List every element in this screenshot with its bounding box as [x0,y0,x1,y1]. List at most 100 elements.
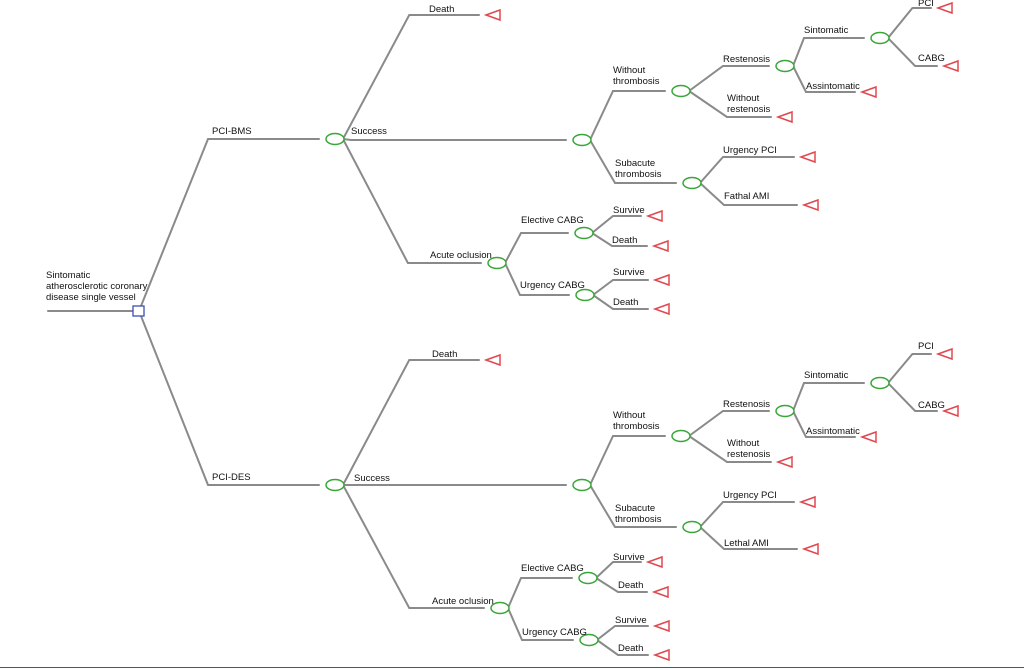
terminal-node-without-restenosis [775,110,793,124]
chance-node-success [572,133,592,147]
chance-node-restenosis [775,59,795,73]
branch-line [592,279,649,296]
terminal-node-without-restenosis [775,455,793,469]
terminal-node-survive [645,555,663,569]
chance-node-acute-oclusion [490,601,510,615]
node-label-survive: Survive [615,615,647,626]
branch-line [507,607,574,641]
node-label-acute-oclusion: Acute oclusion [430,250,492,261]
branch-line [596,625,649,641]
node-label-sintomatic: Sintomatic [804,25,849,36]
node-label-pci-bms: PCI-BMS [212,126,252,137]
terminal-node-pci [935,1,953,15]
branch-line [589,90,666,141]
node-label-survive: Survive [613,267,645,278]
chance-node-elective-cabg [578,571,598,585]
branch-line [688,410,770,437]
branch-line [342,138,482,264]
chance-node-without-thrombosis [671,84,691,98]
branch-line [504,232,569,264]
branch-line [699,182,798,206]
branch-line [589,484,677,528]
branch-line [887,382,938,412]
node-label-restenosis: Restenosis [723,399,770,410]
node-label-survive: Survive [613,205,645,216]
branch-line [792,37,865,67]
node-label-urgency-cabg: Urgency CABG [520,280,585,291]
branch-line [887,7,932,39]
terminal-node-fathal-ami [801,198,819,212]
node-label-pci: PCI [918,341,934,352]
branch-line [504,262,570,296]
terminal-node-death [652,648,670,662]
branch-line [591,232,648,247]
branch-line [342,14,480,140]
decision-node-square [132,305,145,317]
terminal-node-death [483,353,501,367]
node-label-urgency-pci: Urgency PCI [723,490,777,501]
terminal-node-urgency-pci [798,150,816,164]
tree-edges [47,7,938,656]
node-label-pci: PCI [918,0,934,9]
branch-line [792,410,856,438]
node-label-death: Death [429,4,454,15]
terminal-node-assintomatic [859,85,877,99]
node-label-urgency-pci: Urgency PCI [723,145,777,156]
tree-nodes [132,1,959,662]
chance-node-sintomatic [870,376,890,390]
node-label-elective-cabg: Elective CABG [521,563,584,574]
node-label-death: Death [432,349,457,360]
chance-node-pci-des [325,478,345,492]
branch-line [699,526,798,550]
branch-line [342,138,567,141]
branch-line [507,577,573,609]
node-label-restenosis: Restenosis [723,54,770,65]
terminal-node-cabg [941,404,959,418]
branch-line [342,484,485,609]
node-label-death: Death [618,643,643,654]
node-label-success: Success [354,473,390,484]
chance-node-urgency-cabg [579,633,599,647]
chance-node-acute-oclusion [487,256,507,270]
node-label-assintomatic: Assintomatic [806,426,860,437]
node-label-sintomatic: Sintomatic [804,370,849,381]
terminal-node-cabg [941,59,959,73]
terminal-node-death [651,585,669,599]
node-label-death: Death [612,235,637,246]
branch-line [688,90,772,118]
terminal-node-pci [935,347,953,361]
chance-node-success [572,478,592,492]
branch-line [138,138,320,312]
node-label-death: Death [613,297,638,308]
terminal-node-urgency-pci [798,495,816,509]
branch-line [589,435,666,486]
branch-line [792,65,856,93]
branch-line [589,139,677,184]
chance-node-restenosis [775,404,795,418]
terminal-node-survive [645,209,663,223]
chance-node-without-thrombosis [671,429,691,443]
chance-node-pci-bms [325,132,345,146]
terminal-node-death [483,8,501,22]
bottom-divider [0,667,1024,668]
branch-line [699,156,795,184]
node-label-success: Success [351,126,387,137]
node-label-death: Death [618,580,643,591]
tree-labels: DeathPCICABGSintomaticAssintomaticResten… [46,0,945,654]
terminal-node-lethal-ami [801,542,819,556]
node-label-cabg: CABG [918,400,945,411]
node-label-urgency-cabg: Urgency CABG [522,627,587,638]
terminal-node-survive [652,273,670,287]
branch-line [688,65,770,92]
branch-line [595,561,642,579]
terminal-node-death [652,302,670,316]
branch-line [688,435,772,463]
node-label-lethal-ami: Lethal AMI [724,538,769,549]
branch-line [887,37,938,67]
